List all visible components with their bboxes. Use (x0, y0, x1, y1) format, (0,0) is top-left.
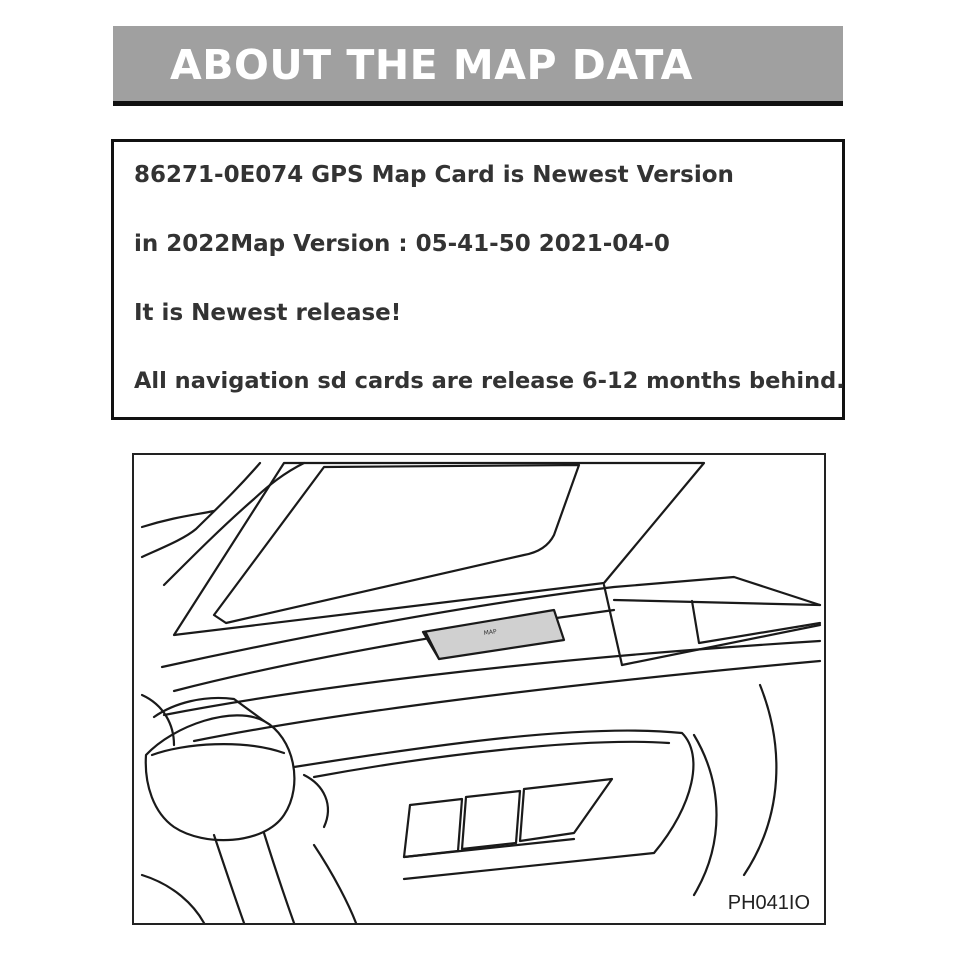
page-title: ABOUT THE MAP DATA (170, 41, 693, 89)
pillar-line (140, 461, 262, 559)
info-line-release-note: All navigation sd cards are release 6-12… (134, 368, 845, 394)
title-banner: ABOUT THE MAP DATA (113, 26, 843, 106)
dashboard-drawing: MAP (140, 461, 822, 923)
figure-code-label: PH041IO (727, 892, 810, 914)
control-button-left (402, 797, 464, 859)
map-info-box: 86271-0E074 GPS Map Card is Newest Versi… (111, 139, 845, 420)
info-line-newest-release: It is Newest release! (134, 300, 402, 326)
screen-display (212, 463, 581, 625)
console-panel (292, 729, 695, 881)
info-line-map-version: in 2022Map Version : 05-41-50 2021-04-0 (134, 231, 670, 257)
control-button-middle (460, 789, 522, 851)
svg-text:MAP: MAP (483, 628, 497, 637)
screen-outer-frame (172, 461, 706, 637)
dashboard-illustration: MAP PH041IO (132, 453, 826, 925)
info-line-part-number: 86271-0E074 GPS Map Card is Newest Versi… (134, 162, 734, 188)
shift-knob (144, 714, 296, 842)
control-button-right (518, 777, 614, 843)
